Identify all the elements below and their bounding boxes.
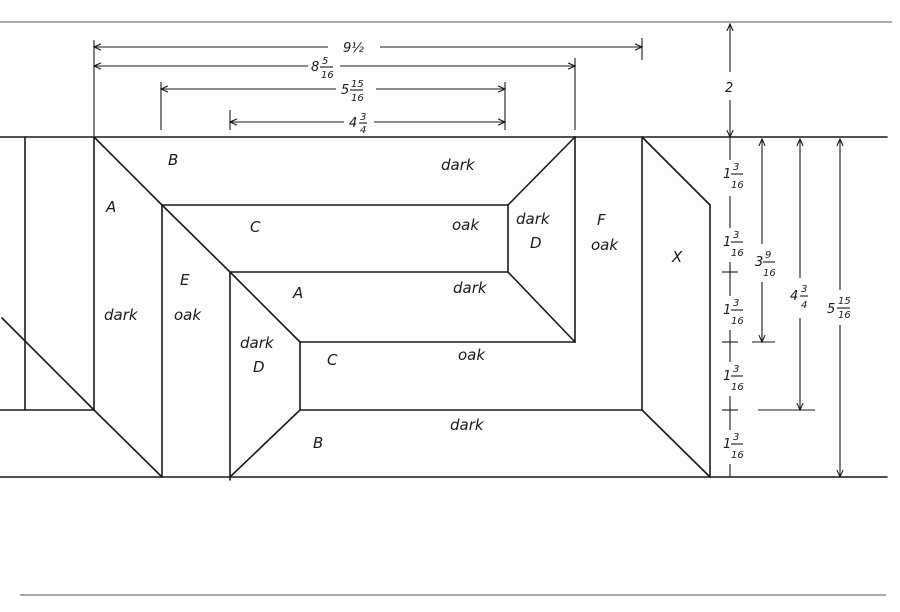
svg-text:5: 5 — [341, 83, 349, 98]
width-label-2: 8 5 16 — [311, 56, 334, 81]
svg-text:5: 5 — [827, 302, 835, 317]
piece-label-a-inner: A — [292, 284, 303, 302]
svg-text:1: 1 — [723, 437, 731, 452]
svg-text:16: 16 — [763, 268, 776, 279]
svg-text:16: 16 — [321, 70, 334, 81]
piece-label-b-bottom: B — [313, 434, 323, 452]
svg-text:4: 4 — [790, 289, 798, 304]
svg-text:3: 3 — [801, 284, 807, 295]
width-label-3: 5 15 16 — [341, 79, 364, 104]
height-dimensions — [722, 24, 840, 477]
piece-label-c-lower: C — [327, 351, 338, 369]
material-f-column: oak — [591, 236, 619, 254]
svg-text:1: 1 — [723, 235, 731, 250]
svg-text:9: 9 — [765, 250, 771, 261]
piece-label-b-top: B — [168, 151, 178, 169]
svg-text:3: 3 — [360, 112, 366, 123]
piece-label-e: E — [180, 271, 190, 289]
piece-label-f: F — [597, 211, 606, 229]
svg-text:5: 5 — [322, 56, 328, 67]
svg-text:1: 1 — [723, 303, 731, 318]
width-label-4: 4 3 4 — [349, 112, 366, 136]
piece-label-d-left: D — [253, 358, 265, 376]
svg-text:1: 1 — [723, 369, 731, 384]
material-top-band: dark — [441, 156, 476, 174]
material-bottom-band: dark — [450, 416, 485, 434]
row-height-label-2: 1 3 16 — [723, 230, 744, 259]
top-margin-label: 2 — [725, 81, 733, 96]
svg-text:3: 3 — [733, 298, 739, 309]
piece-label-c-upper: C — [250, 218, 261, 236]
svg-text:4: 4 — [801, 300, 807, 311]
svg-text:16: 16 — [731, 450, 744, 461]
block-outline — [0, 136, 888, 478]
svg-text:16: 16 — [731, 382, 744, 393]
material-lower-inner: oak — [458, 346, 486, 364]
row-height-label-5: 1 3 16 — [723, 432, 744, 461]
svg-text:16: 16 — [731, 180, 744, 191]
svg-text:3: 3 — [733, 230, 739, 241]
piece-seams — [93, 136, 711, 481]
svg-text:3: 3 — [733, 162, 739, 173]
row-height-label-1: 1 3 16 — [723, 162, 744, 191]
material-d-left: dark — [240, 334, 275, 352]
width-dimensions — [94, 38, 642, 137]
svg-text:3: 3 — [733, 364, 739, 375]
svg-text:15: 15 — [838, 296, 851, 307]
svg-text:16: 16 — [731, 316, 744, 327]
fraction-bars — [320, 66, 850, 445]
svg-text:16: 16 — [731, 248, 744, 259]
svg-text:8: 8 — [311, 60, 319, 75]
width-label-1: 9½ — [343, 41, 364, 56]
svg-text:1: 1 — [723, 167, 731, 182]
svg-text:4: 4 — [349, 116, 357, 131]
row-height-label-3: 1 3 16 — [723, 298, 744, 327]
svg-text:3: 3 — [733, 432, 739, 443]
svg-text:3: 3 — [755, 255, 763, 270]
material-middle-band: dark — [453, 279, 488, 297]
svg-text:15: 15 — [351, 79, 364, 90]
piece-label-a-left: A — [105, 198, 116, 216]
piece-label-d-right: D — [530, 234, 542, 252]
height-label-b: 4 3 4 — [790, 284, 807, 311]
piece-label-x: X — [671, 248, 683, 266]
material-a-left-column: dark — [104, 306, 139, 324]
height-label-c: 5 15 16 — [827, 296, 851, 321]
svg-text:16: 16 — [838, 310, 851, 321]
row-height-label-4: 1 3 16 — [723, 364, 744, 393]
svg-text:4: 4 — [360, 125, 366, 136]
material-e-column: oak — [174, 306, 202, 324]
material-upper-inner: oak — [452, 216, 480, 234]
height-label-a: 3 9 16 — [755, 250, 776, 279]
material-right-d: dark — [516, 210, 551, 228]
svg-text:16: 16 — [351, 93, 364, 104]
